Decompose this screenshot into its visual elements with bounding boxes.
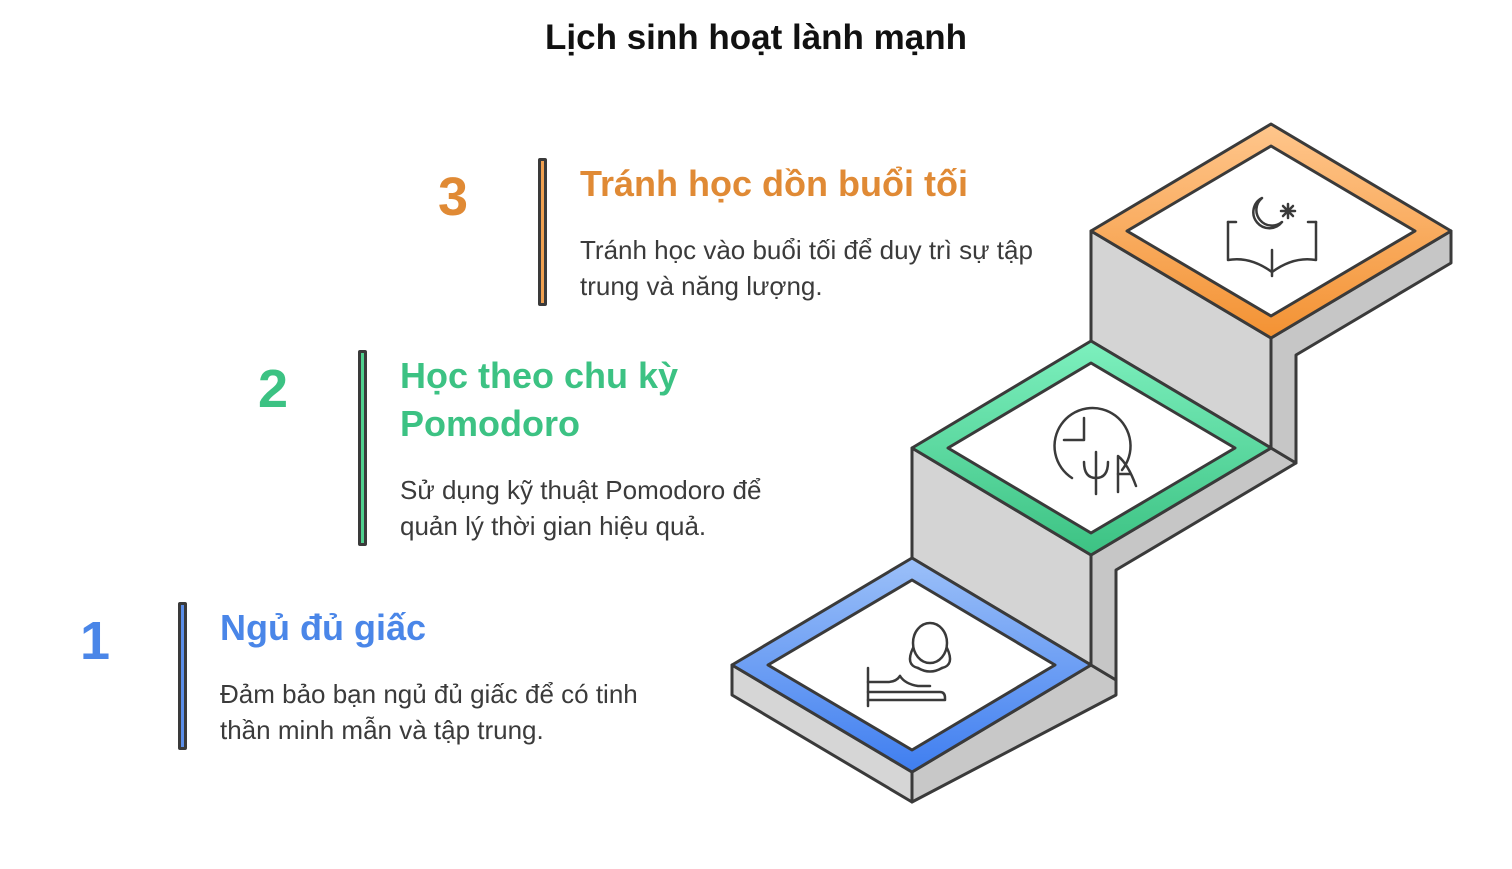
step-1-description: Đảm bảo bạn ngủ đủ giấc để có tinh thần … [220,679,638,745]
step-2-title: Học theo chu kỳ Pomodoro [400,355,679,444]
step-3-number: 3 [438,167,469,227]
step-1-bar [178,602,187,750]
page-title: Lịch sinh hoạt lành mạnh [545,18,967,57]
step-3-top-inner [1125,144,1417,318]
sleeping-person-icon [866,621,952,708]
night-book-icon [1226,196,1318,278]
step-2-bar [358,350,367,546]
step-3-description: Tránh học vào buổi tối để duy trì sự tập… [580,235,1033,301]
step-2-description: Sử dụng kỹ thuật Pomodoro để quản lý thờ… [400,475,762,541]
step-3-title: Tránh học dồn buổi tối [580,163,968,204]
step-1-title: Ngủ đủ giấc [220,607,426,648]
step-1-number: 1 [80,611,111,671]
step-3-bar [538,158,547,306]
step-2-number: 2 [258,359,289,419]
step-2-top-inner [946,361,1237,535]
timer-tool-icon [1053,406,1138,496]
